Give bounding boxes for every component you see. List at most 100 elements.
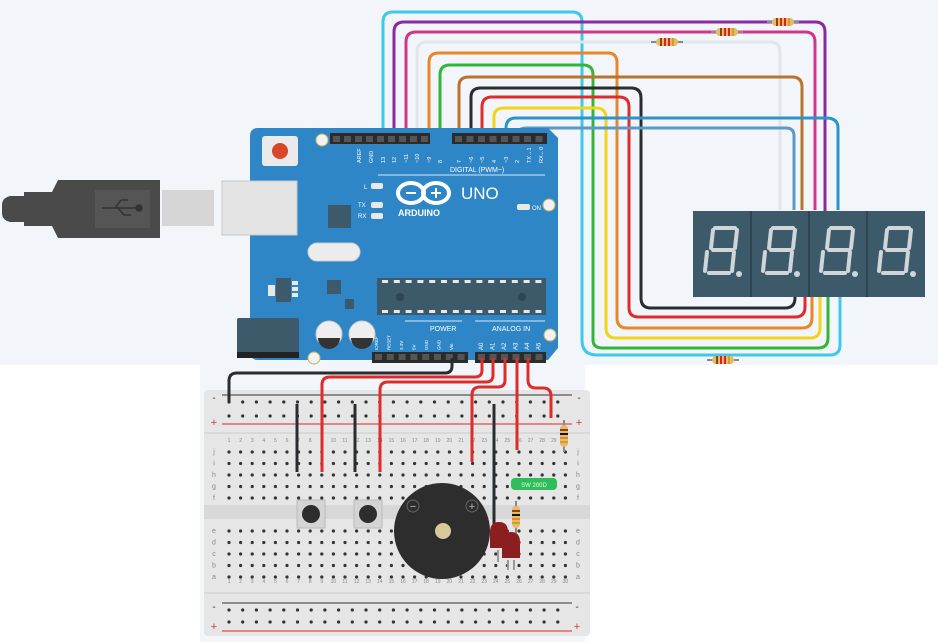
- breadboard-hole[interactable]: [273, 450, 277, 454]
- header-pin[interactable]: [501, 136, 508, 142]
- breadboard-hole[interactable]: [529, 461, 533, 466]
- breadboard-hole[interactable]: [262, 529, 266, 533]
- breadboard-hole[interactable]: [250, 552, 254, 556]
- header-pin[interactable]: [375, 354, 382, 360]
- rail-hole[interactable]: [419, 414, 423, 418]
- rail-hole[interactable]: [556, 608, 560, 612]
- breadboard-hole[interactable]: [517, 461, 521, 466]
- breadboard-hole[interactable]: [401, 484, 405, 489]
- breadboard-hole[interactable]: [424, 450, 428, 454]
- rail-hole[interactable]: [501, 620, 505, 624]
- header-pin[interactable]: [489, 354, 497, 360]
- header-pin[interactable]: [524, 136, 531, 142]
- breadboard-hole[interactable]: [239, 529, 243, 533]
- breadboard-hole[interactable]: [447, 473, 451, 477]
- breadboard-hole[interactable]: [366, 450, 370, 454]
- rail-hole[interactable]: [364, 608, 368, 612]
- rail-hole[interactable]: [487, 608, 491, 612]
- rail-hole[interactable]: [474, 400, 478, 404]
- breadboard-hole[interactable]: [331, 496, 335, 500]
- rail-hole[interactable]: [432, 608, 437, 612]
- resistor[interactable]: [767, 18, 799, 26]
- breadboard-hole[interactable]: [482, 563, 486, 568]
- resistor[interactable]: [512, 501, 520, 533]
- breadboard-hole[interactable]: [401, 496, 405, 500]
- wire-a1-red[interactable]: [378, 358, 495, 472]
- rail-hole[interactable]: [282, 608, 286, 612]
- breadboard-hole[interactable]: [540, 450, 544, 454]
- rail-hole[interactable]: [446, 400, 450, 404]
- wire-a2-red[interactable]: [470, 358, 507, 462]
- breadboard-hole[interactable]: [552, 529, 556, 533]
- header-pin[interactable]: [434, 354, 441, 360]
- breadboard-hole[interactable]: [459, 450, 463, 454]
- breadboard-hole[interactable]: [517, 529, 521, 533]
- breadboard-hole[interactable]: [540, 552, 544, 556]
- breadboard-hole[interactable]: [331, 552, 335, 556]
- breadboard-hole[interactable]: [482, 473, 486, 477]
- breadboard-hole[interactable]: [471, 461, 475, 466]
- breadboard-hole[interactable]: [285, 473, 289, 477]
- rail-hole[interactable]: [241, 414, 245, 418]
- breadboard-hole[interactable]: [529, 575, 533, 579]
- rail-hole[interactable]: [227, 620, 231, 624]
- rail-hole[interactable]: [474, 620, 478, 624]
- breadboard-hole[interactable]: [552, 540, 556, 545]
- rail-hole[interactable]: [241, 608, 245, 612]
- breadboard-hole[interactable]: [505, 496, 509, 500]
- breadboard-hole[interactable]: [563, 552, 568, 556]
- breadboard-hole[interactable]: [389, 575, 393, 579]
- header-pin[interactable]: [512, 354, 520, 360]
- rail-hole[interactable]: [241, 400, 245, 404]
- breadboard-hole[interactable]: [471, 484, 475, 489]
- rail-hole[interactable]: [528, 414, 533, 418]
- rail-hole[interactable]: [241, 620, 245, 624]
- breadboard-hole[interactable]: [273, 461, 277, 466]
- breadboard-hole[interactable]: [378, 540, 382, 545]
- rail-hole[interactable]: [501, 400, 505, 404]
- resistor[interactable]: [707, 356, 739, 364]
- breadboard-hole[interactable]: [401, 461, 405, 466]
- rail-hole[interactable]: [337, 608, 341, 612]
- breadboard-hole[interactable]: [308, 450, 312, 454]
- breadboard-hole[interactable]: [285, 540, 289, 545]
- breadboard-hole[interactable]: [297, 552, 301, 556]
- breadboard-hole[interactable]: [308, 473, 312, 477]
- breadboard-hole[interactable]: [447, 461, 451, 466]
- breadboard-hole[interactable]: [494, 563, 498, 568]
- breadboard-hole[interactable]: [250, 461, 254, 466]
- breadboard-hole[interactable]: [331, 484, 335, 489]
- rail-hole[interactable]: [364, 414, 368, 418]
- breadboard-hole[interactable]: [459, 461, 463, 466]
- breadboard-hole[interactable]: [308, 575, 312, 579]
- breadboard-hole[interactable]: [378, 563, 382, 568]
- rail-hole[interactable]: [391, 620, 395, 624]
- breadboard-hole[interactable]: [529, 450, 533, 454]
- rail-hole[interactable]: [405, 400, 409, 404]
- breadboard-hole[interactable]: [413, 484, 417, 489]
- rail-hole[interactable]: [268, 400, 272, 404]
- breadboard-hole[interactable]: [308, 540, 312, 545]
- breadboard-hole[interactable]: [227, 484, 231, 489]
- header-pin[interactable]: [399, 136, 406, 142]
- breadboard-hole[interactable]: [262, 563, 266, 568]
- push-button-1[interactable]: [296, 499, 326, 529]
- rail-hole[interactable]: [487, 620, 491, 624]
- breadboard-hole[interactable]: [552, 461, 556, 466]
- header-pin[interactable]: [333, 136, 340, 142]
- breadboard-hole[interactable]: [505, 575, 509, 579]
- breadboard-hole[interactable]: [285, 496, 289, 500]
- header-pin[interactable]: [410, 136, 417, 142]
- rail-hole[interactable]: [268, 414, 272, 418]
- breadboard-hole[interactable]: [285, 529, 289, 533]
- breadboard-hole[interactable]: [343, 496, 347, 500]
- header-pin[interactable]: [344, 136, 351, 142]
- wire-orange[interactable]: [427, 51, 814, 330]
- header-pin[interactable]: [457, 354, 465, 360]
- breadboard-hole[interactable]: [552, 563, 556, 568]
- breadboard-hole[interactable]: [552, 575, 556, 579]
- breadboard-hole[interactable]: [413, 461, 417, 466]
- breadboard-hole[interactable]: [355, 529, 359, 533]
- wire-a4-red[interactable]: [526, 358, 553, 418]
- rail-hole[interactable]: [419, 608, 423, 612]
